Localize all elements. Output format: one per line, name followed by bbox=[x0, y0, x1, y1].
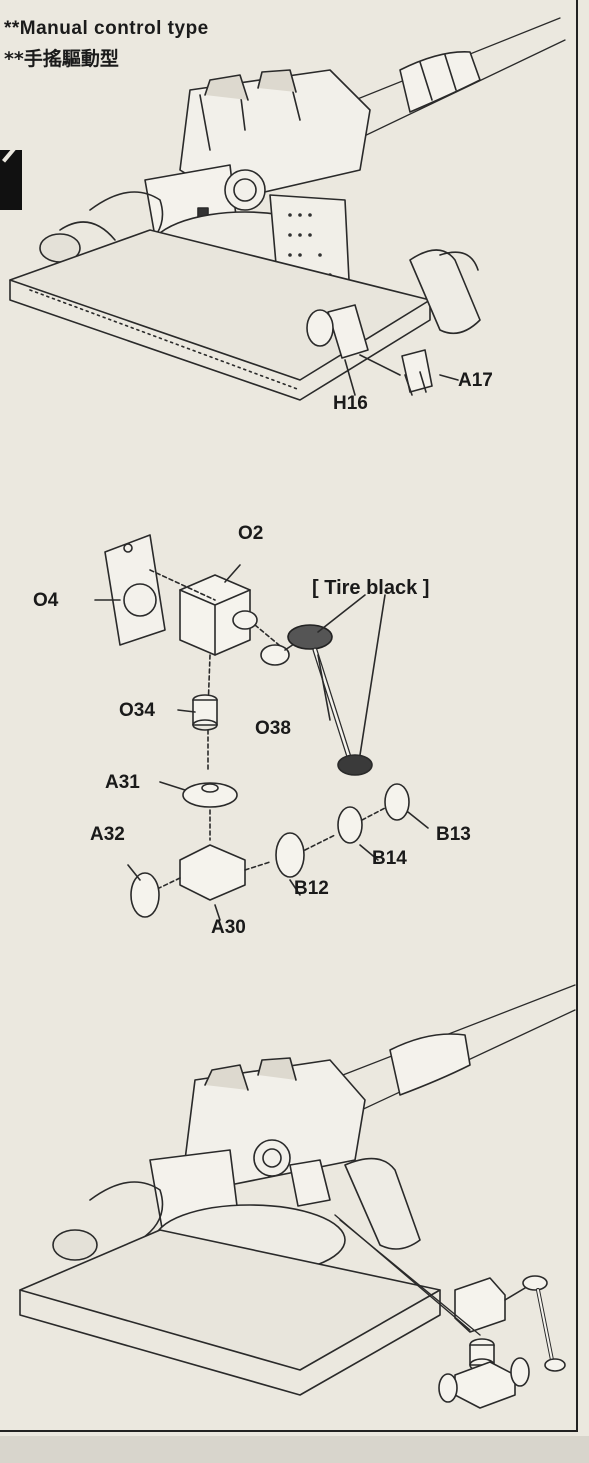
exploded-gearbox bbox=[94, 534, 429, 921]
part-label-b12: B12 bbox=[294, 878, 329, 899]
step-marker bbox=[0, 150, 22, 210]
part-label-o34: O34 bbox=[119, 700, 155, 721]
part-label-o2: O2 bbox=[238, 523, 264, 544]
part-label-a31: A31 bbox=[105, 772, 140, 793]
page-border-right bbox=[576, 0, 578, 1432]
part-label-o4: O4 bbox=[33, 590, 59, 611]
part-label-a17: A17 bbox=[458, 370, 493, 391]
part-label-b14: B14 bbox=[372, 848, 407, 869]
part-label-h16: H16 bbox=[333, 393, 368, 414]
part-label-a32: A32 bbox=[90, 824, 125, 845]
gun-assembly-bottom bbox=[19, 984, 576, 1409]
page-bottom-strip bbox=[0, 1436, 589, 1463]
part-label-b13: B13 bbox=[436, 824, 471, 845]
section-title-english: **Manual control type bbox=[4, 18, 209, 39]
page-border-bottom bbox=[0, 1430, 578, 1432]
paint-note-tire-black: [ Tire black ] bbox=[312, 577, 430, 599]
section-title-chinese: **手搖驅動型 bbox=[4, 48, 119, 70]
part-label-a30: A30 bbox=[211, 917, 246, 938]
part-label-o38: O38 bbox=[255, 718, 291, 739]
gun-assembly-top bbox=[9, 17, 566, 401]
